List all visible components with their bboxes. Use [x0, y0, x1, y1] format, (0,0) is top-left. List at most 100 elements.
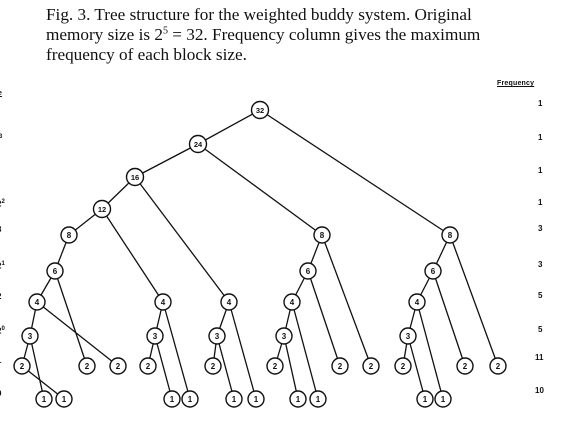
- tree-node-label: 2: [116, 362, 121, 371]
- tree-node-label: 8: [448, 231, 453, 240]
- tree-node-label: 32: [256, 106, 264, 115]
- tree-node-n2k: 2: [489, 357, 507, 375]
- tree-edge-n24-n8b: [197, 143, 323, 236]
- size-label: 21: [0, 261, 5, 271]
- size-label: 20: [0, 326, 5, 336]
- frequency-value: 11: [535, 353, 544, 362]
- tree-node-n16: 16: [125, 167, 145, 187]
- tree-node-label: 4: [415, 298, 420, 307]
- tree-node-n2b: 2: [78, 357, 96, 375]
- size-label-exponent: 3: [0, 134, 3, 140]
- tree-node-n32: 32: [250, 100, 270, 120]
- tree-node-n8a: 8: [60, 226, 78, 244]
- tree-node-circle: [250, 100, 270, 120]
- tree-node-circle: [220, 293, 238, 311]
- frequency-value: 1: [538, 133, 543, 142]
- tree-node-label: 3: [28, 332, 33, 341]
- tree-node-circle: [399, 327, 417, 345]
- tree-edge-n16-n4c: [134, 176, 230, 303]
- tree-node-n2c: 2: [109, 357, 127, 375]
- tree-node-label: 8: [320, 231, 325, 240]
- tree-node-circle: [208, 327, 226, 345]
- tree-edge-n6c-n2j: [432, 270, 466, 367]
- tree-node-n6a: 6: [46, 262, 64, 280]
- tree-node-circle: [313, 226, 331, 244]
- tree-node-n1c: 1: [163, 390, 181, 408]
- size-label-exponent: 1: [1, 261, 5, 267]
- size-label: 1: [0, 356, 1, 365]
- tree-node-circle: [394, 357, 412, 375]
- tree-node-n2i: 2: [394, 357, 412, 375]
- tree-edge-n3d-n1g: [283, 335, 299, 400]
- tree-node-label: 1: [170, 395, 175, 404]
- tree-edge-n4e-n1j: [416, 301, 444, 400]
- tree-node-circle: [289, 390, 307, 408]
- frequency-value: 5: [538, 325, 543, 334]
- tree-node-label: 1: [423, 395, 428, 404]
- tree-node-n4b: 4: [154, 293, 172, 311]
- caption-line-1: Fig. 3. Tree structure for the weighted …: [46, 5, 472, 24]
- frequency-value: 10: [535, 386, 544, 395]
- tree-node-label: 2: [496, 362, 501, 371]
- tree-node-n1b: 1: [55, 390, 73, 408]
- tree-node-label: 2: [85, 362, 90, 371]
- tree-node-circle: [489, 357, 507, 375]
- tree-node-n1f: 1: [247, 390, 265, 408]
- tree-node-label: 1: [254, 395, 259, 404]
- tree-node-n1e: 1: [225, 390, 243, 408]
- tree-node-label: 6: [431, 267, 436, 276]
- tree-node-n8c: 8: [441, 226, 459, 244]
- tree-node-label: 16: [131, 173, 139, 182]
- tree-node-circle: [204, 357, 222, 375]
- frequency-value: 3: [538, 224, 543, 233]
- tree-node-n1g: 1: [289, 390, 307, 408]
- tree-node-circle: [163, 390, 181, 408]
- tree-node-label: 3: [153, 332, 158, 341]
- tree-node-circle: [309, 390, 327, 408]
- tree-node-circle: [275, 327, 293, 345]
- tree-edge-n4d-n1h: [291, 301, 319, 400]
- tree-edge-n2a-n1b: [21, 365, 65, 400]
- tree-node-label: 4: [290, 298, 295, 307]
- tree-node-n1j: 1: [434, 390, 452, 408]
- tree-node-label: 2: [20, 362, 25, 371]
- tree-node-n1h: 1: [309, 390, 327, 408]
- size-label: 2: [0, 292, 1, 301]
- tree-node-label: 4: [161, 298, 166, 307]
- tree-node-circle: [434, 390, 452, 408]
- tree-edge-n6b-n2g: [307, 270, 341, 367]
- tree-node-n3e: 3: [399, 327, 417, 345]
- tree-node-circle: [60, 226, 78, 244]
- frequency-value: 3: [538, 260, 543, 269]
- size-label: 0: [0, 389, 1, 398]
- tree-node-n1d: 1: [181, 390, 199, 408]
- tree-node-label: 2: [463, 362, 468, 371]
- tree-edge-n4c-n1f: [228, 301, 257, 400]
- tree-node-n2h: 2: [362, 357, 380, 375]
- tree-node-circle: [154, 293, 172, 311]
- tree-edge-n3e-n1i: [407, 335, 426, 400]
- tree-edge-n3c-n1e: [216, 335, 235, 400]
- tree-node-circle: [139, 357, 157, 375]
- tree-node-circle: [35, 390, 53, 408]
- tree-node-n3b: 3: [146, 327, 164, 345]
- size-column-header: e: [0, 90, 2, 97]
- figure-caption: Fig. 3. Tree structure for the weighted …: [46, 5, 561, 65]
- tree-node-label: 1: [296, 395, 301, 404]
- tree-edge-n12-n4b: [101, 208, 164, 303]
- tree-node-circle: [78, 357, 96, 375]
- tree-node-circle: [92, 199, 112, 219]
- tree-node-label: 3: [406, 332, 411, 341]
- tree-node-circle: [146, 327, 164, 345]
- size-label-base: 2: [0, 292, 1, 301]
- tree-node-label: 1: [232, 395, 237, 404]
- caption-line-2-post: = 32. Frequency column gives the maximum: [167, 25, 481, 44]
- tree-edge-n8b-n2h: [321, 234, 372, 367]
- size-label-base: 0: [0, 389, 1, 398]
- tree-edge-n24-n16: [134, 143, 199, 178]
- tree-node-label: 2: [211, 362, 216, 371]
- tree-node-label: 1: [441, 395, 446, 404]
- size-label-base: 2: [0, 200, 1, 209]
- tree-node-n3d: 3: [275, 327, 293, 345]
